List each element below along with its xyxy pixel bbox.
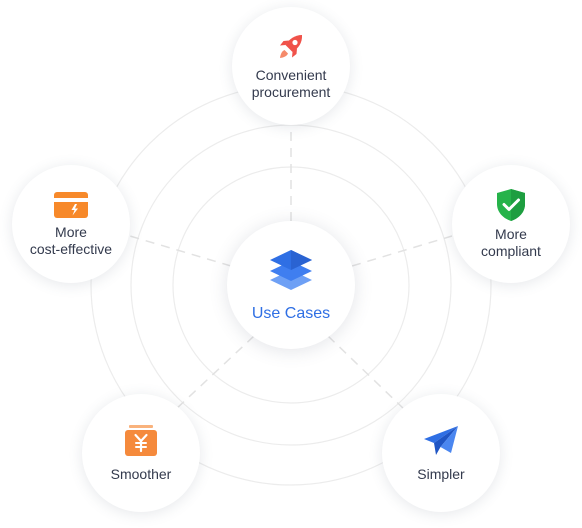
shield-check-icon (497, 189, 525, 221)
paper-plane-icon (424, 425, 458, 455)
node-more-cost-effective: More cost-effective (12, 165, 130, 283)
center-label: Use Cases (251, 304, 331, 322)
label-line-1: Smoother (110, 465, 172, 482)
node-label: Simpler (417, 466, 464, 483)
node-label: More cost-effective (30, 224, 112, 258)
node-label: Convenient procurement (252, 67, 331, 101)
node-more-compliant: More compliant (452, 165, 570, 283)
center-use-cases: Use Cases (227, 221, 355, 349)
node-smoother: Smoother (82, 394, 200, 512)
node-simpler: Simpler (382, 394, 500, 512)
connector-bottom-right (327, 335, 406, 411)
label-line-1: Convenient (255, 67, 327, 83)
label-line-2: cost-effective (29, 241, 113, 257)
node-label: Smoother (111, 466, 172, 483)
layers-icon (270, 249, 312, 290)
rocket-icon (280, 35, 303, 58)
label-line-2: procurement (251, 84, 331, 100)
connector-left (129, 235, 232, 267)
node-label: More compliant (481, 226, 541, 260)
connector-right (351, 235, 453, 267)
label-line-2: compliant (481, 243, 541, 259)
yuan-wallet-icon (125, 424, 157, 456)
middle-ring (130, 124, 452, 446)
label-line-1: More (495, 226, 527, 242)
label-line-1: Simpler (417, 465, 465, 482)
node-convenient-procurement: Convenient procurement (232, 7, 350, 125)
label-line-1: More (55, 224, 87, 240)
payment-card-icon (54, 192, 88, 218)
connector-bottom-left (174, 335, 255, 411)
